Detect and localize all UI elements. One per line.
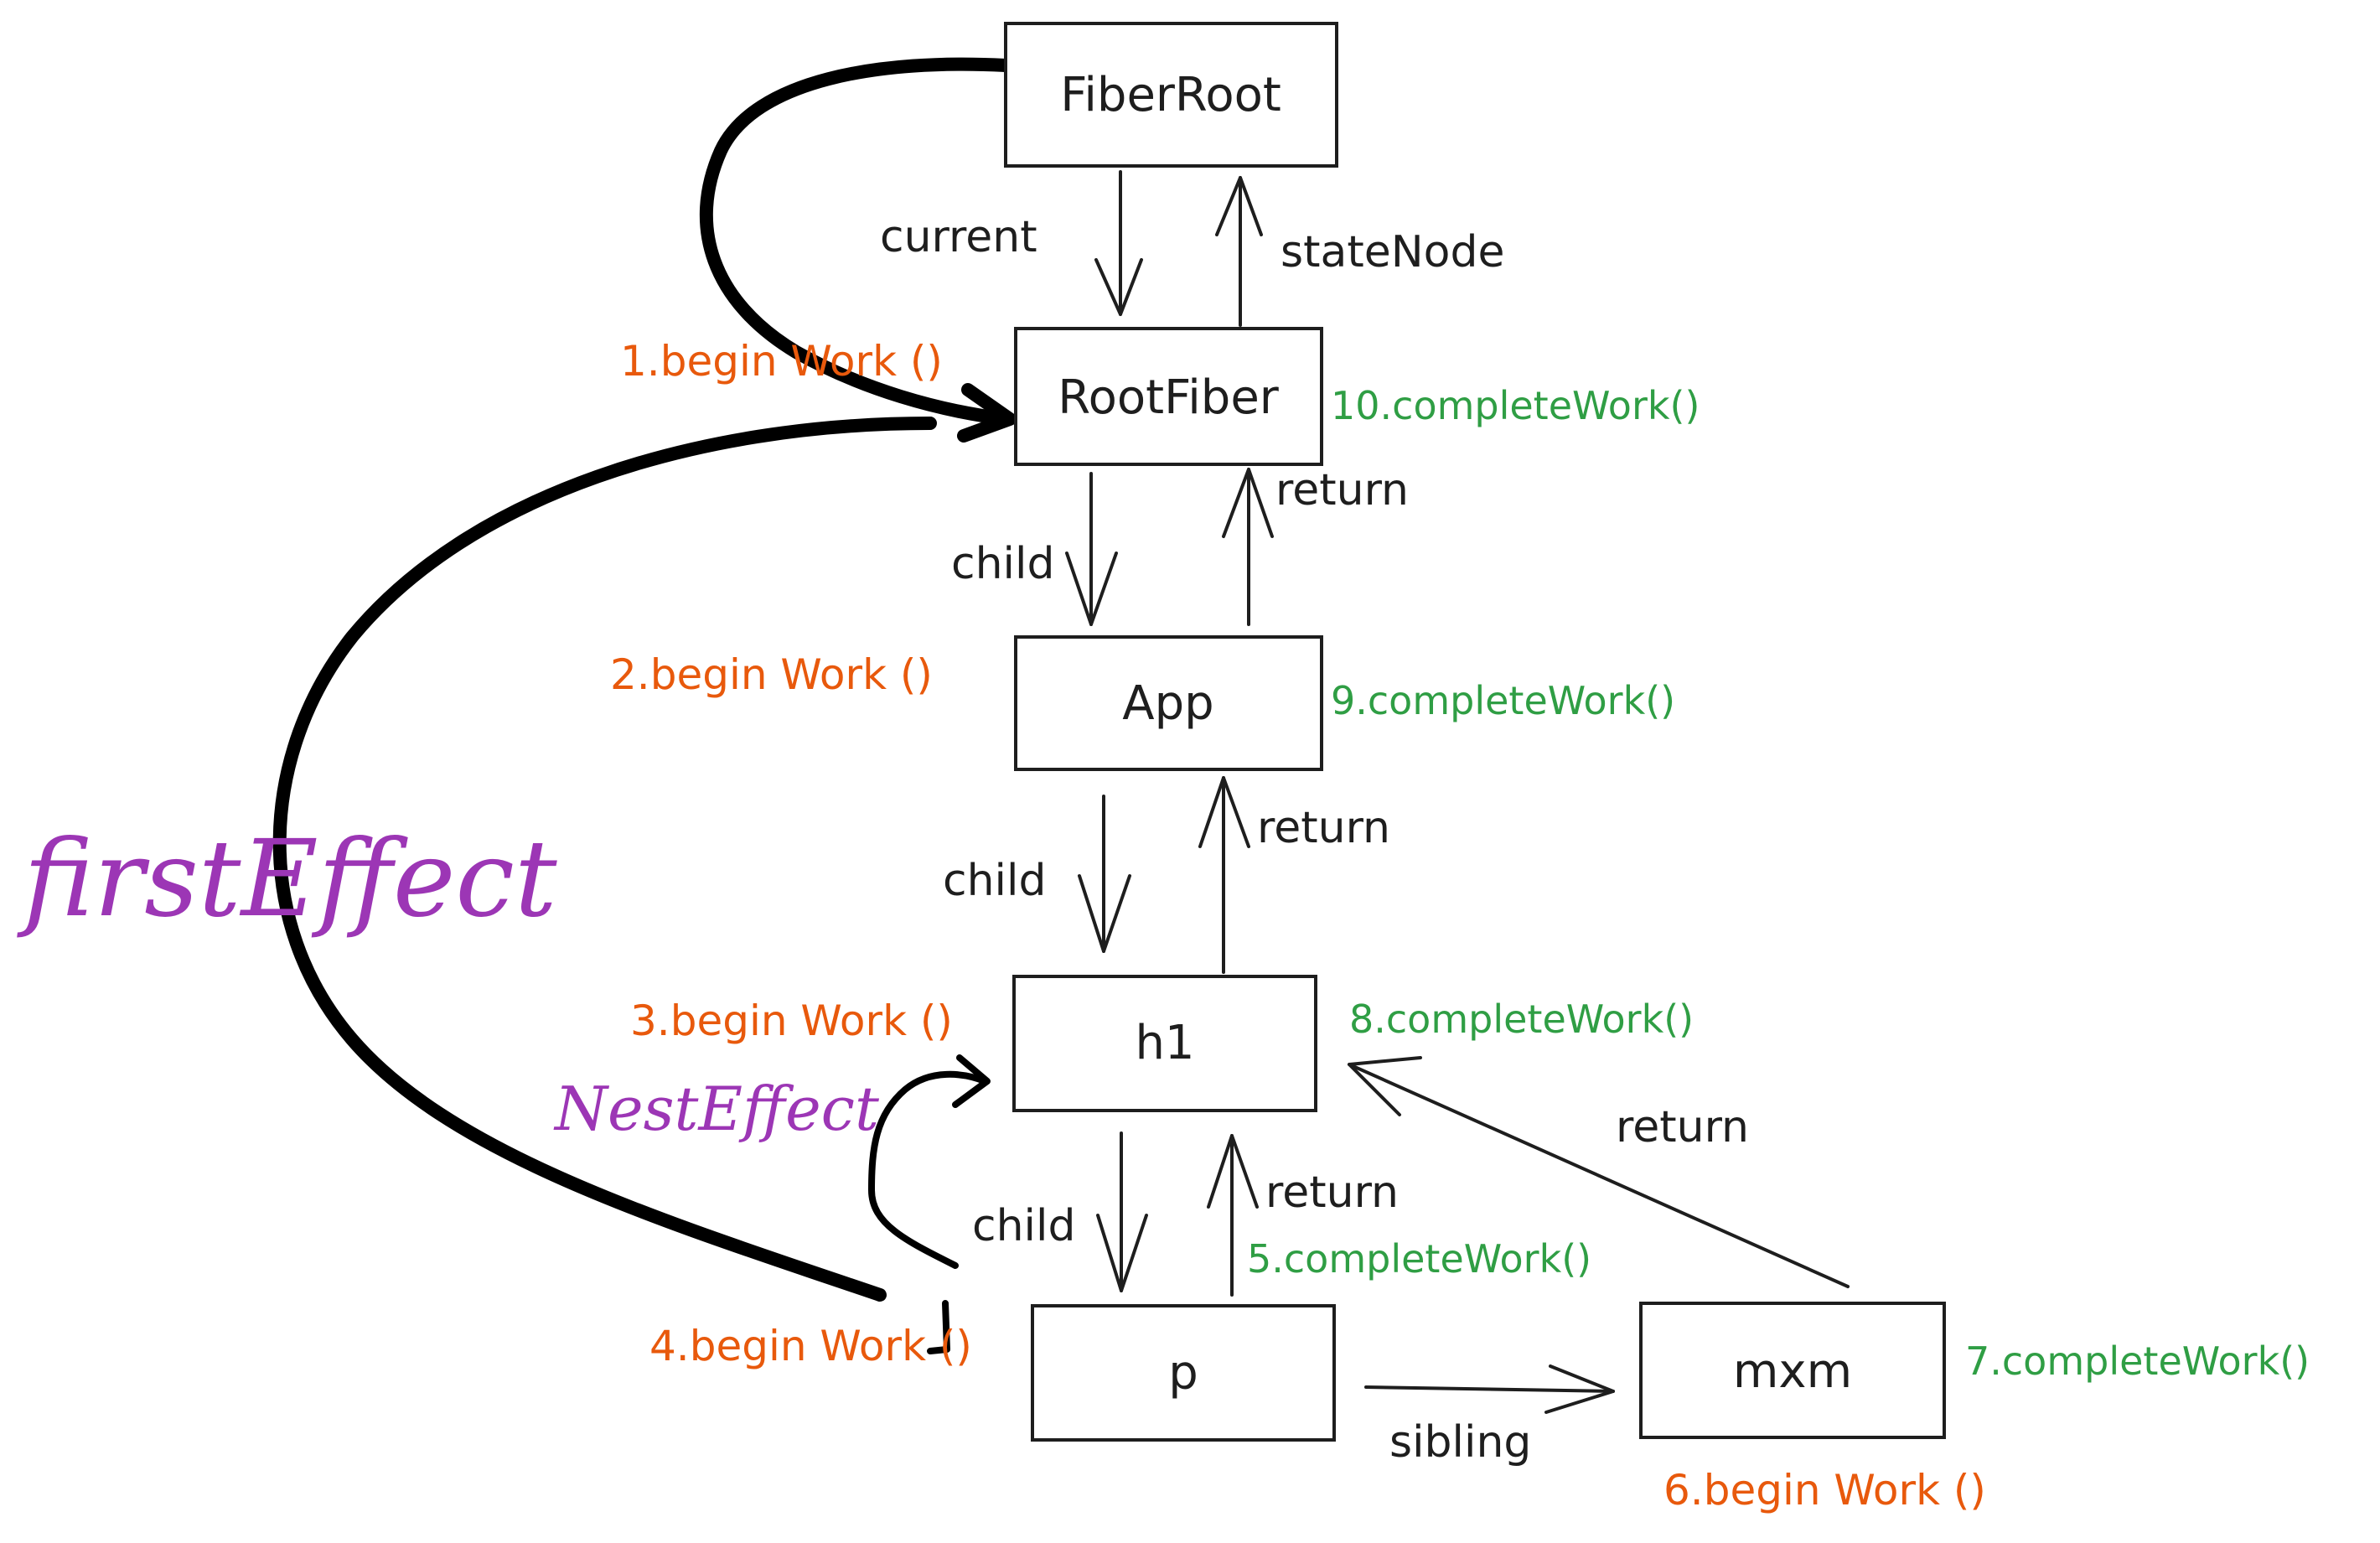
sibling-label: sibling — [1389, 1417, 1531, 1468]
return-4-arrow — [1348, 1063, 1850, 1288]
return-4-arrowhead — [1348, 1056, 1422, 1116]
node-app-label: App — [1122, 676, 1213, 731]
node-h1-box — [1012, 975, 1317, 1112]
complete-work-5-label: 5.completeWork() — [1247, 1236, 1591, 1282]
begin-work-6-label: 6.begin Work () — [1663, 1466, 1986, 1515]
node-rootfiber-label: RootFiber — [1058, 370, 1280, 425]
node-h1-label: h1 — [1135, 1016, 1194, 1070]
child-2-label: child — [943, 856, 1046, 906]
node-fiberroot-label: FiberRoot — [1060, 68, 1281, 122]
child-3-arrowhead — [1096, 1214, 1148, 1292]
node-fiberroot-box — [1004, 22, 1338, 168]
next-effect-hook — [927, 1300, 950, 1354]
child-1-label: child — [951, 539, 1054, 589]
node-p-box — [1031, 1304, 1336, 1442]
node-mxm-label: mxm — [1733, 1344, 1852, 1399]
complete-work-9-label: 9.completeWork() — [1331, 678, 1675, 723]
return-1-arrowhead — [1222, 468, 1274, 538]
node-app-box — [1014, 635, 1323, 771]
return-3-arrowhead — [1207, 1134, 1259, 1209]
current-arrowhead — [1094, 258, 1143, 316]
current-label: current — [880, 212, 1037, 262]
begin-work-4-label: 4.begin Work () — [649, 1322, 972, 1370]
begin-work-3-label: 3.begin Work () — [630, 997, 953, 1045]
return-4-label: return — [1616, 1102, 1749, 1152]
first-effect-curve — [272, 417, 937, 1302]
begin-work-1-arrowhead — [957, 383, 1017, 443]
first-effect-label: firstEffect — [17, 817, 557, 940]
return-2-label: return — [1257, 803, 1390, 853]
child-1-arrowhead — [1065, 551, 1118, 626]
next-effect-arrowhead — [952, 1054, 991, 1108]
complete-work-7-label: 7.completeWork() — [1965, 1338, 2310, 1384]
next-effect-label: NestEffect — [553, 1074, 880, 1144]
statenode-arrowhead — [1215, 176, 1263, 236]
node-p-label: p — [1168, 1346, 1198, 1401]
child-2-arrowhead — [1078, 874, 1131, 953]
child-3-label: child — [972, 1201, 1075, 1251]
sibling-arrow — [1364, 1385, 1615, 1393]
next-effect-curve — [868, 1070, 988, 1269]
sibling-arrowhead — [1544, 1364, 1615, 1414]
node-rootfiber-box — [1014, 327, 1323, 466]
return-3-label: return — [1265, 1168, 1399, 1218]
return-2-arrowhead — [1198, 776, 1250, 848]
statenode-label: stateNode — [1281, 227, 1504, 277]
return-1-label: return — [1275, 465, 1409, 515]
begin-work-1-arrow — [699, 57, 1012, 426]
begin-work-2-label: 2.begin Work () — [610, 650, 933, 699]
begin-work-1-label: 1.begin Work () — [620, 337, 943, 386]
complete-work-8-label: 8.completeWork() — [1349, 997, 1694, 1042]
complete-work-10-label: 10.completeWork() — [1331, 383, 1700, 428]
node-mxm-box — [1639, 1302, 1946, 1439]
